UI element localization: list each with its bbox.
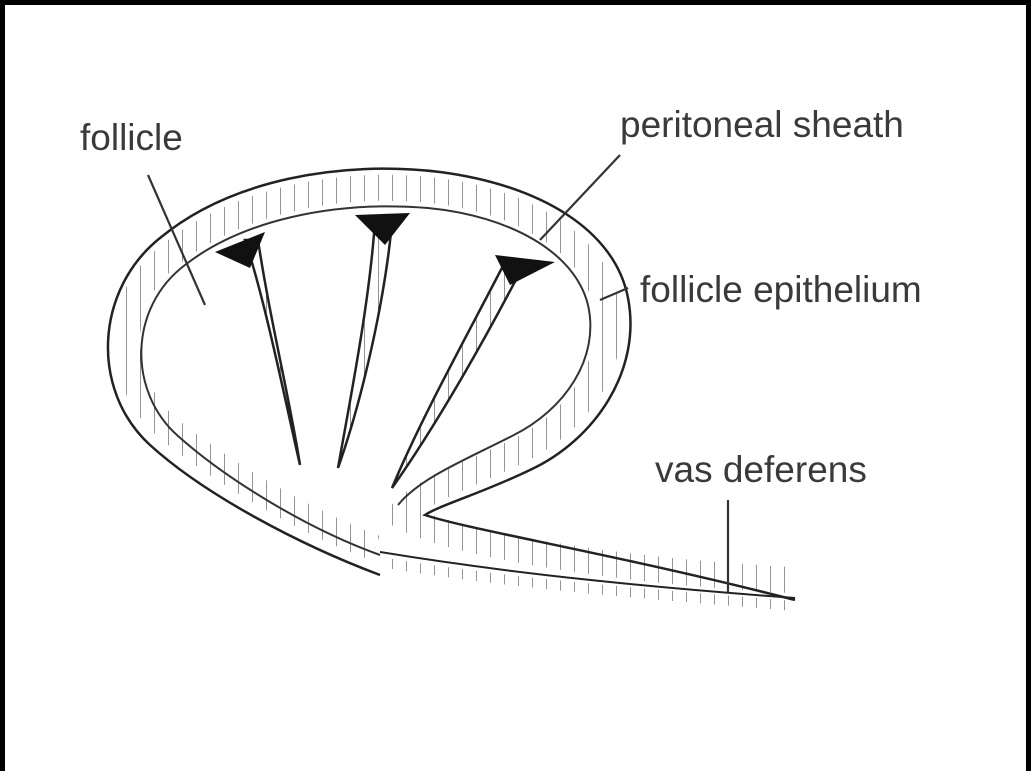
wedge-middle: [355, 213, 410, 245]
label-follicle-epithelium: follicle epithelium: [640, 269, 922, 310]
septum-left: [245, 240, 300, 465]
label-vas-deferens: vas deferens: [655, 449, 867, 490]
label-follicle: follicle: [80, 117, 183, 158]
septa: [245, 220, 522, 488]
leader-peritoneal-sheath: [540, 155, 620, 240]
label-peritoneal-sheath: peritoneal sheath: [620, 104, 904, 145]
septum-middle: [338, 220, 392, 468]
